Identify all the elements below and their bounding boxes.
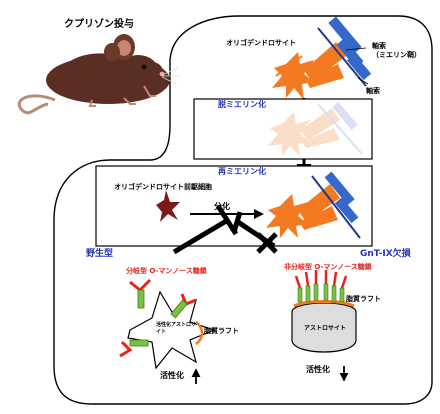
reactive-astrocyte (127, 290, 216, 370)
opc-cell (156, 190, 180, 222)
differentiation-label: 分化 (214, 202, 230, 211)
demyelination-label: 脱ミエリン化 (218, 100, 266, 109)
lipid-raft-right-label: 脂質ラフト (346, 295, 381, 303)
lipid-raft-left-label: 脂質ラフト (204, 327, 239, 335)
activation-right-label: 活性化 (306, 365, 330, 374)
axon-sheath-label: 軸索 （ミエリン鞘） (372, 42, 421, 60)
demyelination-box (193, 98, 373, 160)
mouse-icon (17, 34, 180, 115)
oligodendrocyte-remyelinated (266, 171, 361, 239)
activation-left-label: 活性化 (160, 371, 184, 380)
opc-label: オリゴデンドロサイト前駆細胞 (114, 183, 212, 191)
faded-oligodendrocyte (268, 101, 363, 156)
unbranched-glycan-label: 非分岐型 O-マンノース糖鎖 (284, 263, 372, 271)
oligodendrocyte-top (272, 16, 372, 100)
outer-boundary (53, 15, 433, 405)
gnt-ix-ko-label: GnT-IX欠損 (360, 249, 411, 259)
remyelination-label: 再ミエリン化 (218, 167, 266, 176)
unbranched-glycan-icon (294, 270, 348, 303)
branched-glycan-label: 分岐型 O-マンノース糖鎖 (126, 267, 207, 275)
reactive-astrocyte-label: 活性化アストロサイト (156, 322, 197, 335)
astrocyte (291, 300, 357, 353)
cross-icon (256, 232, 278, 254)
diagram-title: クプリゾン投与 (64, 19, 134, 30)
wild-type-label: 野生型 (86, 249, 114, 259)
branched-glycan-icon (119, 278, 197, 358)
axon-label: 軸索 (366, 87, 380, 95)
oligodendrocyte-label: オリゴデンドロサイト (226, 39, 296, 47)
astrocyte-label: アストロサイト (304, 325, 347, 332)
